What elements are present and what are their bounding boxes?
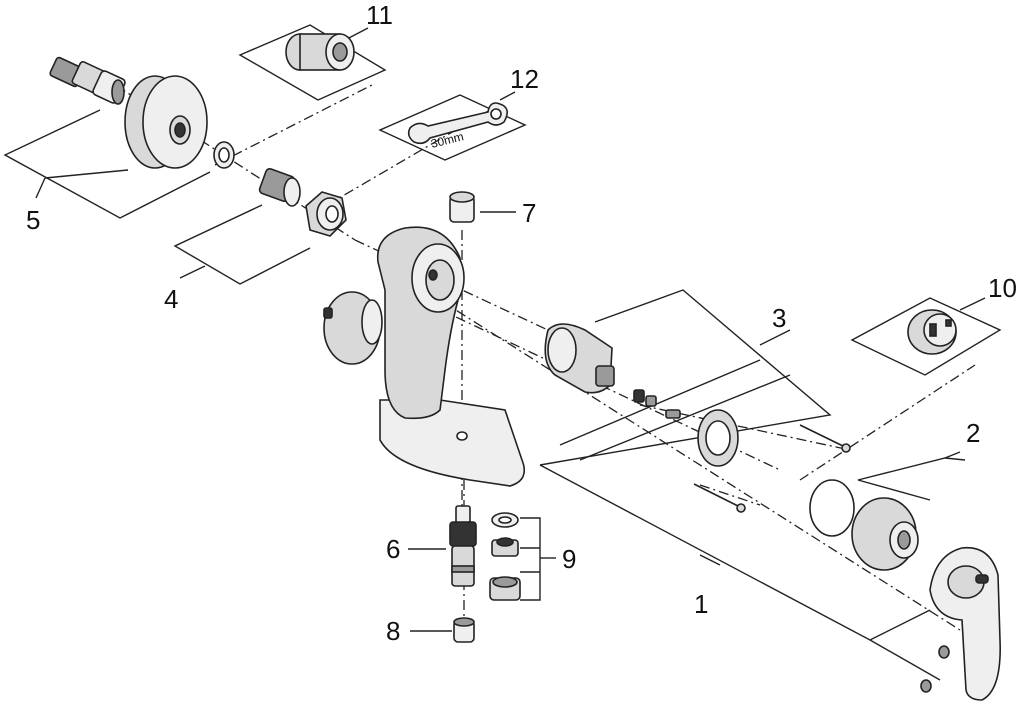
mixer-body	[323, 226, 526, 487]
lever-handle	[929, 546, 1001, 701]
handle-escutcheon	[851, 497, 919, 571]
spindle-cap	[453, 617, 475, 643]
callout-9: 9	[562, 544, 576, 574]
callout-4: 4	[164, 284, 178, 314]
grub-screws	[920, 645, 950, 693]
mounting-screws	[693, 424, 851, 513]
callout-5: 5	[26, 205, 40, 235]
wrench-tool: 30mm	[407, 102, 508, 151]
detail-box-10	[850, 297, 1002, 376]
cartridge-flange	[697, 409, 739, 467]
washer-ring	[213, 141, 235, 169]
callout-1: 1	[694, 589, 708, 619]
detail-box-11	[238, 24, 387, 101]
detail-box-12: 30mm	[378, 91, 527, 161]
mixing-cartridge	[544, 323, 681, 419]
sleeve-nut-part	[285, 33, 355, 71]
callout-3: 3	[772, 303, 786, 333]
eccentric-fitting	[258, 167, 301, 207]
callout-7: 7	[522, 198, 536, 228]
callout-6: 6	[386, 534, 400, 564]
callout-11: 11	[366, 0, 393, 30]
o-ring	[809, 479, 855, 537]
aerator-set	[489, 512, 521, 601]
plug-cap	[449, 191, 475, 223]
callout-12: 12	[510, 64, 539, 94]
diverter-spindle	[449, 505, 477, 587]
callout-labels: 1 2 3 4 5 6 7 8 9 10 11 12	[26, 0, 1017, 646]
wall-rosette	[124, 75, 208, 169]
callout-10: 10	[988, 273, 1017, 303]
leader-lines	[3, 109, 966, 681]
callout-2: 2	[966, 418, 980, 448]
handle-insert-part	[907, 309, 957, 355]
threaded-connector	[49, 56, 126, 105]
union-nut	[305, 191, 347, 237]
callout-8: 8	[386, 616, 400, 646]
